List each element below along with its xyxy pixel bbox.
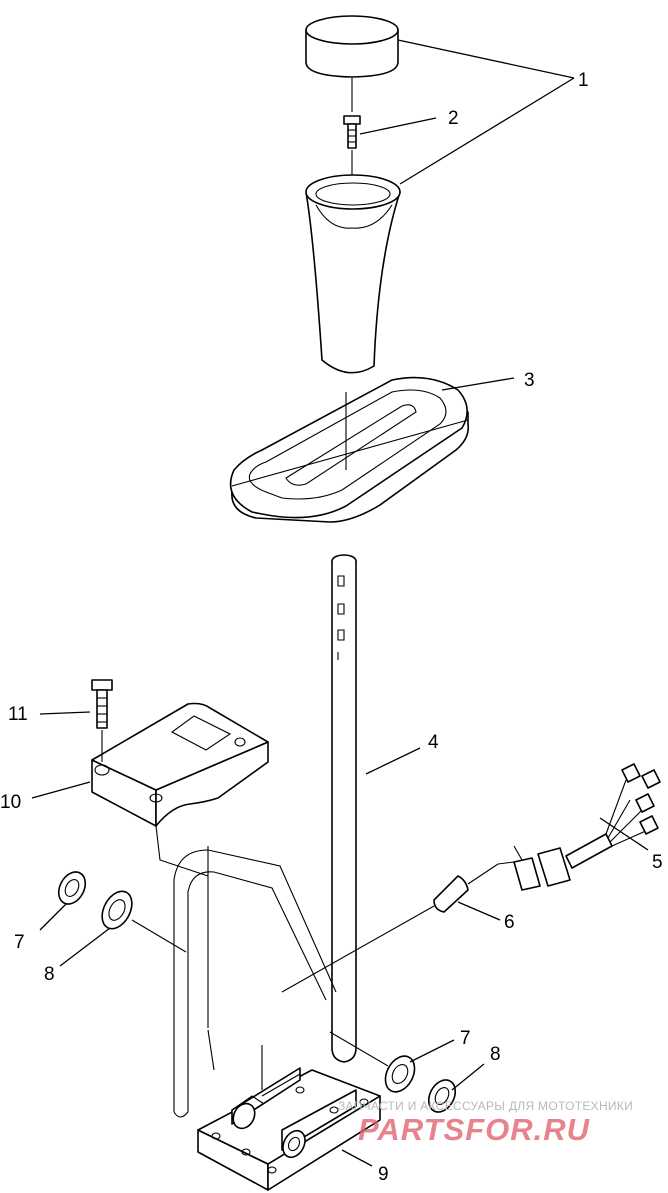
shift-lever [173, 554, 357, 1118]
callout-3: 3 [524, 370, 535, 391]
callout-5: 5 [652, 852, 663, 873]
watermark-logo: PARTSFOR.RU [358, 1112, 591, 1147]
callout-4: 4 [428, 732, 439, 753]
leader-lines [31, 39, 649, 1167]
knob-cap [305, 15, 399, 78]
callout-labels: 1 2 3 4 5 6 7 8 7 8 9 10 11 [0, 70, 663, 1185]
callout-7-right: 7 [460, 1028, 471, 1049]
callout-1: 1 [578, 70, 589, 91]
watermark-tagline: ЗАПЧАСТИ И АКСЕССУАРЫ ДЛЯ МОТОТЕХНИКИ [338, 1099, 633, 1113]
callout-6: 6 [504, 912, 515, 933]
lever-base [197, 1067, 381, 1191]
lever-bracket [91, 702, 269, 1028]
callout-2: 2 [448, 108, 459, 129]
callout-8-right: 8 [490, 1044, 501, 1065]
callout-8-left: 8 [44, 964, 55, 985]
bracket-bolt [91, 679, 113, 762]
boot-plate [229, 376, 470, 523]
washers-left [57, 871, 187, 953]
knob-body [305, 174, 401, 374]
cable-pin [281, 863, 499, 993]
callout-9: 9 [378, 1164, 389, 1185]
callout-10: 10 [0, 792, 21, 813]
callout-7-left: 7 [14, 932, 25, 953]
watermark: ЗАПЧАСТИ И АКСЕССУАРЫ ДЛЯ МОТОТЕХНИКИ PA… [338, 1099, 633, 1147]
callout-11: 11 [8, 704, 28, 725]
switch-harness [497, 763, 661, 891]
washers-right [329, 1031, 457, 1113]
